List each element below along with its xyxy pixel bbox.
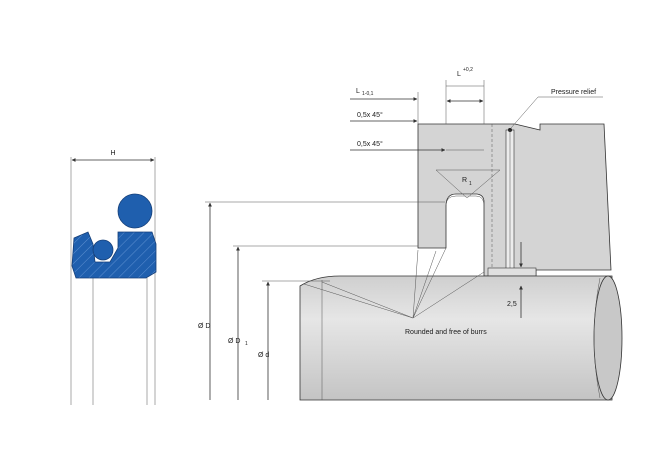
rod: [299, 275, 623, 401]
label-chamfer-2: 0,5x 45°: [357, 140, 383, 148]
label-h: H: [110, 150, 115, 157]
dimensions: Ø D Ø D 1 Ø d L 1-0,1 L +0,2 0,5x 45° 0,…: [198, 67, 603, 400]
housing-body: [417, 123, 612, 277]
rod-end: [593, 275, 623, 401]
label-l1-sub: 1-0,1: [362, 91, 374, 97]
rod-body: [299, 275, 613, 401]
seal-cross-section: H: [70, 150, 157, 405]
label-dia-d1-sub: 1: [245, 341, 248, 347]
label-dia-d1: Ø D: [228, 338, 240, 345]
seal-oring-top: [117, 193, 153, 229]
label-l1: L: [356, 88, 360, 95]
label-rounded-burrs: Rounded and free of burrs: [405, 329, 487, 336]
housing: [417, 123, 612, 277]
seal-profile: [71, 231, 157, 279]
label-dia-d-inner: Ø d: [258, 352, 269, 359]
label-l: L: [457, 71, 461, 78]
label-l-sup: +0,2: [463, 67, 473, 73]
label-dia-d-outer: Ø D: [198, 323, 210, 330]
label-r1: R: [462, 177, 467, 184]
label-dim-25: 2,5: [507, 301, 517, 308]
label-pressure-relief: Pressure relief: [551, 89, 596, 96]
label-r1-sub: 1: [469, 181, 472, 187]
seal-oring-small: [92, 239, 114, 261]
label-chamfer-1: 0,5x 45°: [357, 111, 383, 119]
